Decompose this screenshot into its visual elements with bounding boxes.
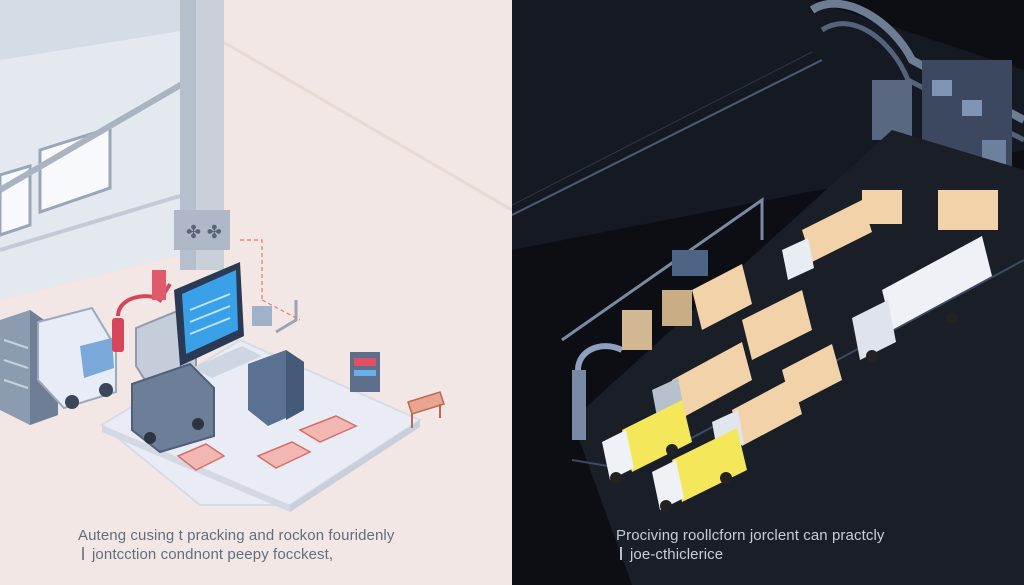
right-illustration-panel: Prociving roollcforn jorclent can practc… (512, 0, 1024, 585)
cargo-crate (938, 190, 998, 230)
conveyor-track (809, 0, 1024, 124)
logistics-yard-illustration (512, 0, 1024, 585)
text-cursor-icon (620, 547, 622, 560)
floor-seam (219, 38, 512, 212)
truck-cargo-top (782, 200, 872, 280)
parts-tray (298, 415, 358, 443)
robot-station (622, 310, 652, 350)
truck-cargo-middle (652, 264, 842, 422)
workbench (407, 391, 445, 415)
delivery-van (37, 306, 117, 410)
right-caption-line2: joe-cthiclerice (630, 546, 724, 563)
pipeline (561, 197, 764, 342)
truck-yellow-2 (652, 428, 747, 512)
vent-block (174, 210, 230, 250)
left-caption-line2: jontcction condnont peepy focckest, (92, 546, 334, 563)
right-caption: Prociving roollcforn jorclent can practc… (616, 526, 884, 564)
fan-icon: ✤ ✤ (186, 222, 222, 243)
left-caption-line1: Auteng cusing t pracking and rockon four… (78, 527, 395, 544)
right-caption-line1: Prociving roollcforn jorclent can practc… (616, 527, 885, 544)
wall-window (38, 125, 112, 215)
gas-cylinder (112, 318, 124, 352)
left-illustration-panel: ✤ ✤ (0, 0, 512, 585)
left-caption: Auteng cusing t pracking and rockon four… (78, 526, 394, 564)
cargo-truck (131, 362, 215, 454)
conveyor-arm (275, 300, 298, 334)
text-cursor-icon (82, 547, 84, 560)
truck-yellow-1 (602, 400, 692, 484)
overhead-beam (512, 59, 823, 216)
truck-white-right (852, 236, 992, 362)
factory-automation-illustration: ✤ ✤ (0, 0, 512, 512)
keyboard (192, 346, 262, 378)
